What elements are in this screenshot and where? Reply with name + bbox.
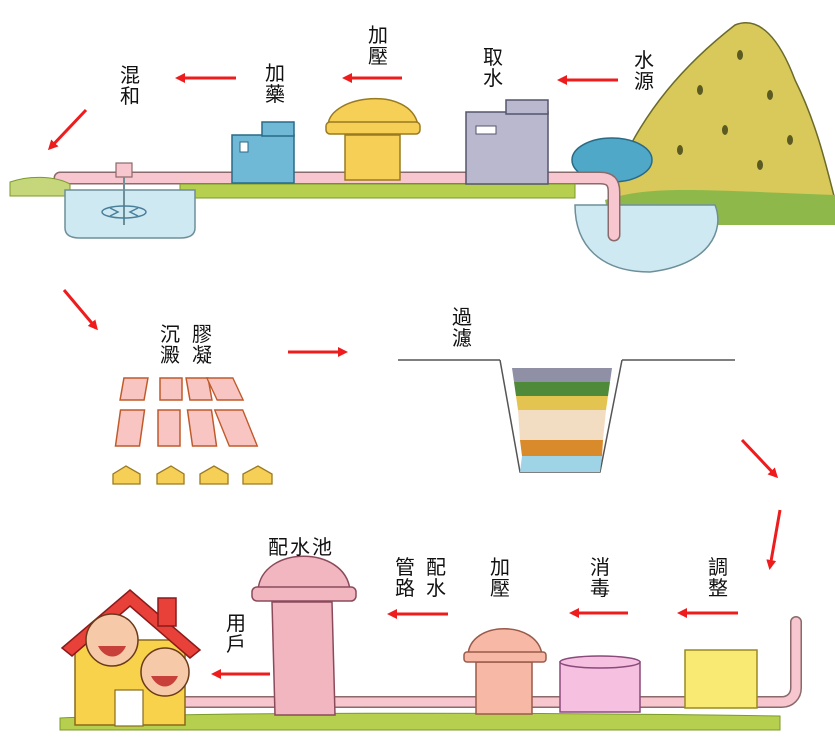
label-char: 濾 [452, 326, 472, 350]
pressurization-station-1 [325, 97, 421, 181]
label-char: 水 [634, 48, 654, 72]
sedimentation-basins [114, 377, 259, 447]
label-coagulation: 膠 凝 [192, 324, 212, 366]
label-sedimentation: 沉 澱 [160, 324, 180, 366]
label-char: 管 [395, 555, 415, 579]
label-char: 壓 [490, 576, 510, 600]
label-water-source: 水 源 [634, 50, 654, 92]
label-char: 加 [368, 23, 388, 47]
label-char: 配 [426, 555, 446, 579]
distribution-reservoir-tower [251, 555, 357, 716]
label-char: 源 [634, 69, 654, 93]
label-char: 凝 [192, 343, 212, 367]
label-char: 沉 [160, 322, 180, 346]
label-disinfection: 消 毒 [590, 557, 610, 599]
household-house [60, 589, 202, 727]
label-distribution-reservoir: 配水池 [268, 535, 334, 559]
label-char: 混 [120, 63, 140, 87]
smiling-face-1 [85, 613, 139, 667]
arrow-chemical-to-mixing [47, 108, 88, 151]
label-char: 藥 [265, 82, 285, 106]
label-distribution: 配 水 [426, 557, 446, 599]
label-char: 消 [590, 555, 610, 579]
arrow-to-adjustment [766, 509, 782, 570]
label-adjustment: 調 整 [708, 557, 728, 599]
label-char: 戶 [226, 632, 246, 656]
label-char: 和 [120, 84, 140, 108]
label-pressurization-1: 加 壓 [368, 25, 388, 67]
label-char: 取 [483, 45, 503, 69]
label-char: 膠 [192, 322, 212, 346]
label-char: 加 [265, 61, 285, 85]
mountain-water-source [571, 22, 835, 225]
label-chemical-dosing: 加 藥 [265, 63, 285, 105]
label-pipeline: 管 路 [395, 557, 415, 599]
adjustment-tank [684, 649, 758, 709]
arrow-mixing-to-sedimentation [62, 289, 98, 331]
grass-strip-top [179, 183, 576, 199]
arrow-filtration-down [740, 438, 779, 479]
label-char: 調 [708, 555, 728, 579]
smiling-face-2 [140, 647, 190, 697]
raw-water-pipe [53, 171, 621, 242]
label-char: 路 [395, 576, 415, 600]
flow-arrows [47, 73, 782, 679]
label-char: 毒 [590, 576, 610, 600]
label-filtration: 過 濾 [452, 307, 472, 349]
label-mixing: 混 和 [120, 65, 140, 107]
disinfection-tank [559, 655, 641, 713]
sedimentation-roof-row [112, 465, 273, 485]
pressurization-station-2 [463, 628, 547, 715]
label-pressurization-2: 加 壓 [490, 557, 510, 599]
label-char: 澱 [160, 343, 180, 367]
label-char: 加 [490, 555, 510, 579]
filtration-bed [398, 359, 735, 473]
label-char: 水 [426, 576, 446, 600]
label-household: 用 戶 [226, 613, 246, 655]
label-char: 整 [708, 576, 728, 600]
label-char: 水 [483, 66, 503, 90]
water-intake-building [465, 99, 549, 185]
distribution-pipe [179, 616, 802, 708]
label-char: 過 [452, 305, 472, 329]
source-lake [574, 204, 719, 273]
label-char: 壓 [368, 44, 388, 68]
mixing-tank [64, 162, 196, 239]
label-water-intake: 取 水 [483, 47, 503, 89]
chemical-dosing-building [231, 121, 295, 184]
label-char: 用 [226, 611, 246, 635]
